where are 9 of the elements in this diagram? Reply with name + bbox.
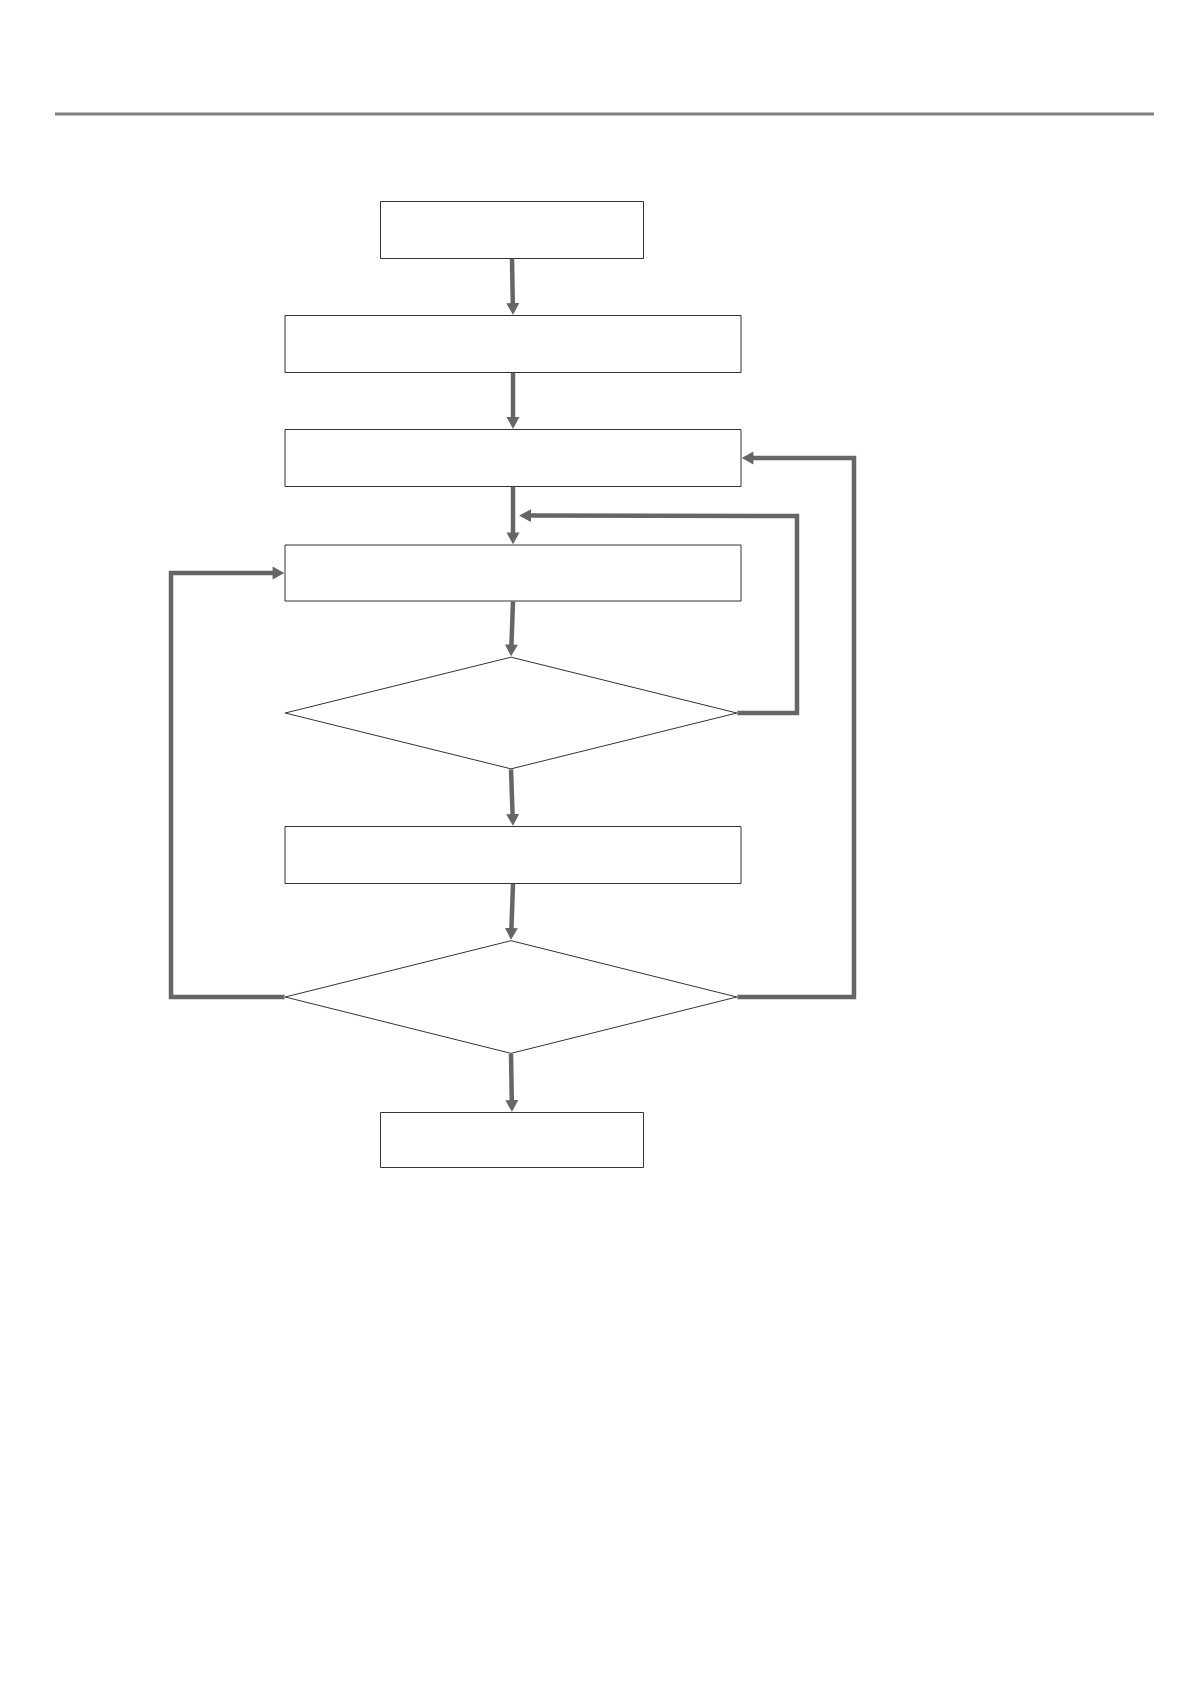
process-box	[284, 429, 742, 487]
arrow	[168, 566, 285, 1000]
process-box	[284, 315, 742, 373]
decision-diamond	[284, 656, 738, 770]
process-box	[284, 544, 742, 602]
process-box	[380, 201, 644, 259]
process-box	[380, 1112, 644, 1168]
decision-diamond	[284, 940, 738, 1054]
process-box	[284, 826, 742, 884]
